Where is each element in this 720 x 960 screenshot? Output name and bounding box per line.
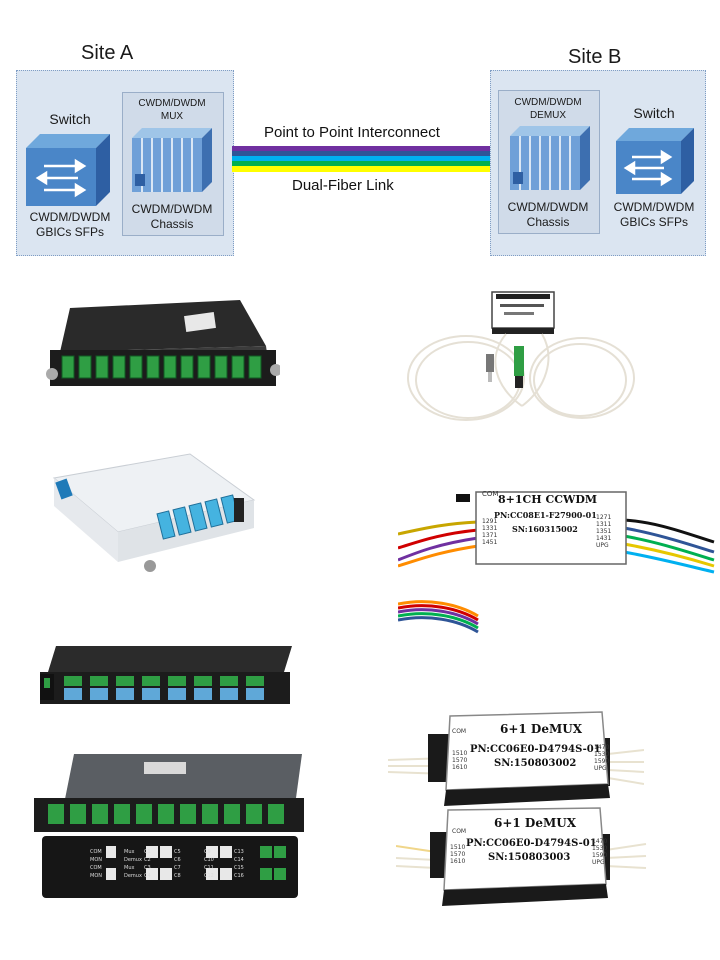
demux2-model-label: 6+1 DeMUX	[494, 816, 577, 830]
ccwdm-model-label: 8+1CH CCWDM	[498, 493, 598, 506]
panel-label: C7	[174, 865, 181, 871]
panel-label: C13	[234, 849, 244, 855]
demux2-right-port: 1530	[592, 845, 608, 852]
link-top-label: Point to Point Interconnect	[264, 124, 440, 141]
panel-label: MON	[90, 857, 102, 863]
demux1-left-port: 1610	[452, 764, 468, 771]
panel-label: C1	[144, 849, 151, 855]
ccwdm-right-port: 1311	[596, 521, 612, 528]
site-a-switch-label: Switch	[49, 111, 91, 127]
demux1-sn-label: SN:150803002	[494, 758, 577, 769]
panel-label: COM	[90, 849, 102, 855]
panel-label: C16	[234, 873, 244, 879]
demux2-left-port: 1510	[450, 844, 466, 851]
ccwdm-right-port: 1271	[596, 514, 612, 521]
demux-module-photo	[388, 711, 644, 806]
demux1-left-port: 1570	[452, 757, 468, 764]
panel-label: C5	[174, 849, 181, 855]
panel-label: Demux	[124, 857, 142, 863]
site-a-mux-label: CWDM/DWDM MUX	[138, 98, 206, 122]
lgx-module-photo	[52, 453, 256, 572]
demux1-right-port: UPG	[594, 765, 607, 772]
panel-label: COM	[90, 865, 102, 871]
panel-label: C15	[234, 865, 244, 871]
mini-cwdm-module-photo	[407, 291, 635, 421]
ccwdm-right-port: 1351	[596, 528, 612, 535]
site-a-switch-caption: CWDM/DWDM GBICs SFPs	[29, 210, 111, 239]
demux1-pn-label: PN:CC06E0-D4794S-01	[470, 744, 601, 755]
demux2-sn-label: SN:150803003	[488, 852, 571, 863]
site-b-switch-label: Switch	[633, 105, 675, 121]
site-a-chassis-caption: CWDM/DWDM Chassis	[131, 202, 213, 231]
ccwdm-right-port: 1431	[596, 535, 612, 542]
ccwdm-sn-label: SN:160315002	[512, 524, 578, 534]
panel-label: MON	[90, 873, 102, 879]
rack-panel-photo	[34, 754, 304, 898]
demux-module-photo	[396, 807, 647, 906]
demux2-right-port: 1590	[592, 852, 608, 859]
demux1-com-label: COM	[452, 728, 467, 735]
demux2-pn-label: PN:CC06E0-D4794S-01	[466, 838, 597, 849]
panel-label: C8	[174, 873, 181, 879]
panel-label: C2	[144, 857, 151, 863]
ccwdm-module-fibers	[398, 491, 715, 634]
rack-chassis-photo	[40, 646, 292, 704]
panel-label: C9	[204, 849, 211, 855]
demux1-right-port: 1590	[594, 758, 610, 765]
panel-label: Mux	[124, 849, 135, 855]
ccwdm-left-port: 1371	[482, 532, 498, 539]
switch-icon	[26, 134, 110, 206]
demux2-left-port: 1570	[450, 851, 466, 858]
lgx-cassette-photo	[46, 300, 280, 386]
demux1-left-port: 1510	[452, 750, 468, 757]
ccwdm-com-label: COM	[482, 490, 499, 498]
demux2-com-label: COM	[452, 828, 467, 835]
fiber-link	[232, 146, 490, 172]
panel-label: C6	[174, 857, 181, 863]
panel-label: C14	[234, 857, 244, 863]
demux2-right-port: 1470	[592, 838, 608, 845]
ccwdm-left-port: 1451	[482, 539, 498, 546]
panel-label: C11	[204, 865, 214, 871]
site-b-chassis-caption: CWDM/DWDM Chassis	[507, 200, 589, 229]
switch-icon	[616, 128, 694, 194]
chassis-icon	[510, 126, 590, 190]
site-b-demux-label: CWDM/DWDM DEMUX	[514, 97, 582, 121]
ccwdm-left-port: 1291	[482, 518, 498, 525]
chassis-icon	[132, 128, 212, 192]
panel-label: C4	[144, 873, 151, 879]
site-b-title: Site B	[568, 46, 622, 68]
panel-label: C10	[204, 857, 214, 863]
panel-label: Mux	[124, 865, 135, 871]
demux1-right-port: 1470	[594, 744, 610, 751]
ccwdm-pn-label: PN:CC08E1-F27900-01	[494, 510, 597, 520]
panel-label: Demux	[124, 873, 142, 879]
demux1-model-label: 6+1 DeMUX	[500, 722, 583, 736]
demux2-left-port: 1610	[450, 858, 466, 865]
site-a-title: Site A	[81, 42, 134, 64]
panel-label: C12	[204, 873, 214, 879]
ccwdm-left-port: 1331	[482, 525, 498, 532]
site-b-switch-caption: CWDM/DWDM GBICs SFPs	[613, 200, 695, 229]
demux2-right-port: UPG	[592, 859, 605, 866]
link-bottom-label: Dual-Fiber Link	[292, 177, 394, 194]
ccwdm-right-port: UPG	[596, 542, 609, 549]
demux1-right-port: 1530	[594, 751, 610, 758]
panel-label: C3	[144, 865, 151, 871]
